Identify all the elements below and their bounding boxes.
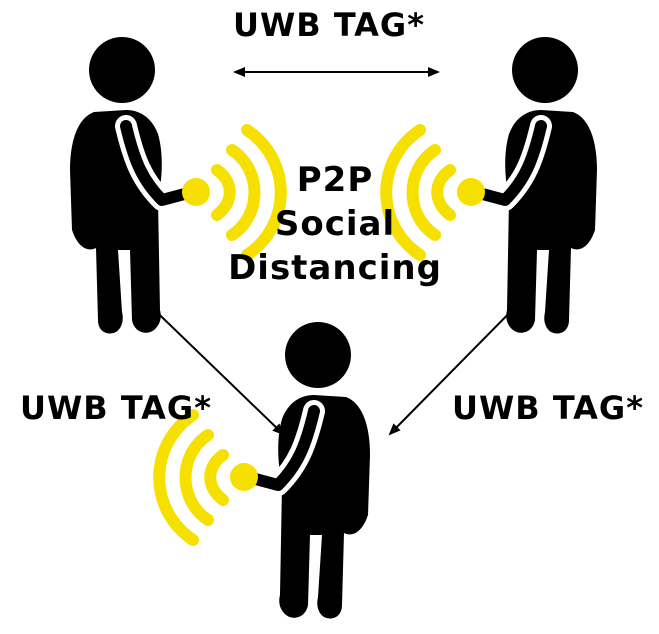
center-title-line-2: Social — [274, 204, 396, 244]
arrow-right — [388, 292, 530, 436]
uwb-tag-label-top: UWB TAG* — [233, 6, 425, 44]
center-title-line-1: P2P — [296, 160, 374, 200]
person-bottom — [159, 322, 370, 619]
center-title: P2P Social Distancing — [200, 158, 470, 290]
uwb-tag-label-left: UWB TAG* — [20, 389, 212, 427]
uwb-tag-label-right: UWB TAG* — [452, 389, 644, 427]
arrow-left — [136, 292, 285, 436]
center-title-line-3: Distancing — [228, 248, 442, 288]
